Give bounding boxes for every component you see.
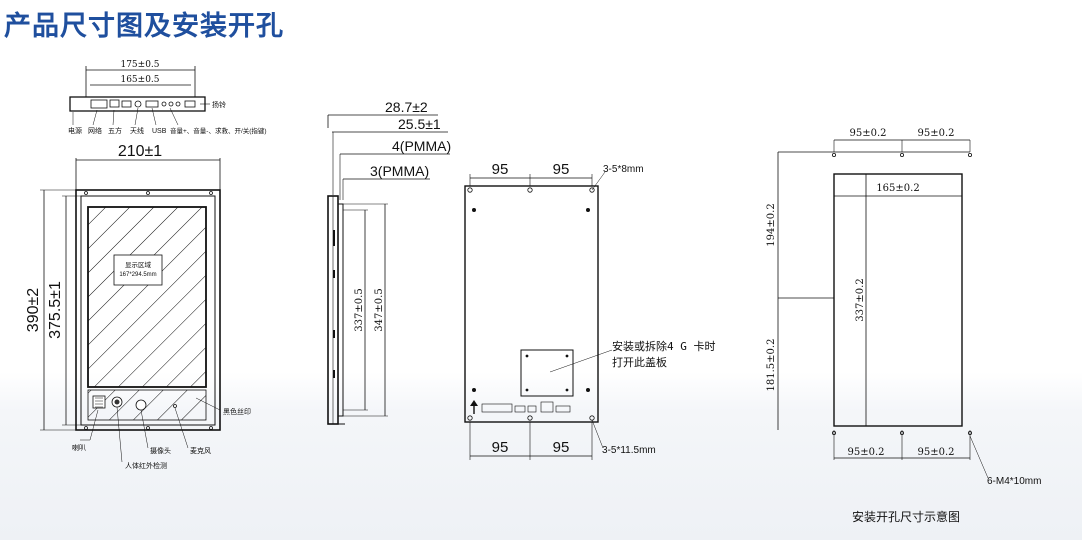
display-area-size: 167*294.5mm	[119, 272, 156, 278]
port-label-power: 电源	[68, 126, 82, 135]
cut-dim-height: 337±0.2	[855, 278, 866, 321]
cut-dim-bottom-left: 95±0.2	[847, 447, 884, 458]
label-ir: 人体红外检测	[125, 461, 167, 470]
dim-pmma-3: 3(PMMA)	[370, 163, 429, 179]
cut-dim-top-left: 95±0.2	[849, 128, 886, 139]
port-label-buttons: 音量+、音量-、求救、开/关(指键)	[170, 126, 267, 135]
cut-caption: 安装开孔尺寸示意图	[852, 509, 960, 524]
cover-note-2: 打开此盖板	[612, 355, 667, 369]
dim-width: 210±1	[118, 143, 162, 160]
port-label-speaker: 扬铃	[212, 100, 226, 109]
back-bottom-holes: 3-5*11.5mm	[602, 445, 656, 456]
display-area-title: 显示区域	[125, 260, 152, 269]
mic-icon	[173, 404, 177, 408]
label-camera: 摄像头	[150, 446, 171, 455]
back-dim-bottom-left: 95	[492, 439, 509, 456]
cover-note-1: 安装或拆除4 G 卡时	[612, 339, 716, 353]
port-label-antenna: 天线	[130, 126, 144, 135]
dim-depth-body: 25.5±1	[398, 116, 441, 132]
front-view: 175±0.5 165±0.5 扬铃 电源 网络 五方 天线 USB 音量+、音…	[25, 60, 267, 470]
back-top-holes: 3-5*8mm	[603, 164, 644, 175]
dim-pmma-4: 4(PMMA)	[392, 138, 451, 154]
port-label-network: 网络	[88, 126, 102, 135]
cut-dim-width: 165±0.2	[876, 183, 919, 194]
label-mic: 麦克风	[190, 446, 211, 455]
back-dim-top-left: 95	[492, 161, 509, 178]
cutout-view: 95±0.2 95±0.2 165±0.2 337±0.2 194±0.2 18…	[766, 128, 1041, 524]
dim-depth-total: 28.7±2	[385, 99, 428, 115]
speaker-grille-icon	[92, 395, 106, 409]
dim-top-outer: 175±0.5	[120, 60, 159, 70]
back-view: 95 95 3-5*8mm 安装或拆除4 G 卡时 打开此盖板	[464, 161, 716, 460]
cut-screws: 6-M4*10mm	[987, 476, 1041, 487]
page-title: 产品尺寸图及安装开孔	[4, 11, 284, 42]
dim-height-347: 347±0.5	[374, 288, 385, 331]
dim-height-inner: 375.5±1	[47, 281, 64, 339]
up-arrow-icon	[470, 400, 478, 406]
cut-dim-bottom-right: 95±0.2	[917, 447, 954, 458]
cut-dim-left-lower: 181.5±0.2	[766, 339, 777, 392]
dim-height-outer: 390±2	[25, 288, 42, 332]
port-label-usb: USB	[152, 128, 167, 135]
cutout-opening	[833, 173, 963, 427]
back-dim-bottom-right: 95	[553, 439, 570, 456]
dim-top-inner: 165±0.5	[120, 75, 159, 85]
cut-dim-left-upper: 194±0.2	[766, 203, 777, 246]
port-label-five: 五方	[108, 126, 122, 135]
camera-icon	[135, 399, 147, 411]
dim-height-337: 337±0.5	[354, 288, 365, 331]
label-speaker: 喇叭	[72, 443, 86, 452]
label-black-print: 黑色丝印	[223, 407, 251, 416]
side-view: 28.7±2 25.5±1 4(PMMA) 3(PMMA) 337±0.5 34…	[327, 99, 451, 425]
back-dim-top-right: 95	[553, 161, 570, 178]
cut-dim-top-right: 95±0.2	[917, 128, 954, 139]
